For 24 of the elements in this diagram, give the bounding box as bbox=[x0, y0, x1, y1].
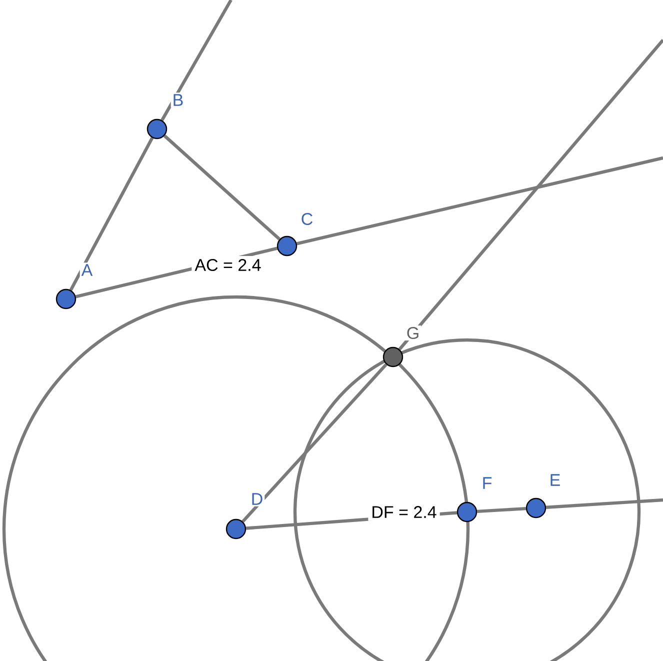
line bbox=[242, 363, 388, 523]
line bbox=[296, 156, 663, 246]
point bbox=[276, 236, 298, 256]
edge-label: DF = 2.4 bbox=[368, 503, 440, 521]
point-label: A bbox=[80, 262, 94, 278]
line bbox=[163, 134, 281, 240]
point bbox=[226, 518, 246, 540]
point-label: C bbox=[299, 211, 315, 226]
line bbox=[69, 137, 154, 291]
point-label: E bbox=[548, 472, 562, 488]
point bbox=[56, 288, 76, 310]
point-label: B bbox=[170, 92, 186, 108]
point bbox=[382, 346, 404, 368]
point-label: F bbox=[480, 476, 494, 490]
point bbox=[526, 498, 546, 518]
point-label: G bbox=[404, 325, 422, 341]
line bbox=[398, 38, 663, 350]
line bbox=[546, 498, 663, 509]
line bbox=[160, 0, 232, 122]
point-label: D bbox=[249, 492, 265, 506]
point bbox=[456, 502, 478, 522]
line bbox=[477, 506, 526, 514]
edge-label: AC = 2.4 bbox=[192, 256, 264, 274]
point bbox=[146, 118, 168, 140]
